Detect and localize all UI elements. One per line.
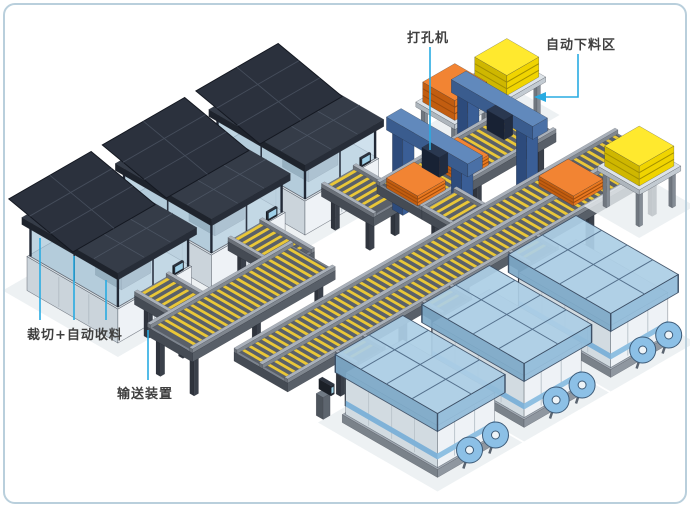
arrowhead-auto-unload — [534, 92, 546, 102]
unload-table-3 — [583, 125, 690, 238]
punch-gantry-2 — [385, 108, 483, 250]
label-punch-machine: 打孔机 — [407, 31, 450, 46]
pallet-orange-3 — [538, 158, 604, 207]
machinery-illustration — [2, 38, 690, 492]
label-conveyor-device: 输送装置 — [117, 387, 174, 402]
pallet-orange-2 — [385, 161, 446, 207]
label-cut-collect: 裁切+自动收料 — [27, 328, 123, 343]
label-auto-unload-area: 自动下料区 — [546, 38, 617, 53]
leader-auto-unload — [544, 54, 579, 98]
punch-gantry-1 — [450, 70, 549, 213]
process-machine-1 — [491, 214, 690, 392]
transfer-conveyor — [146, 240, 336, 397]
cutter-machine-3 — [2, 150, 216, 357]
cutter-machine-2 — [96, 96, 310, 303]
callout-annotations — [39, 47, 579, 380]
process-machine-3 — [318, 314, 523, 492]
control-pedestal — [315, 376, 335, 420]
